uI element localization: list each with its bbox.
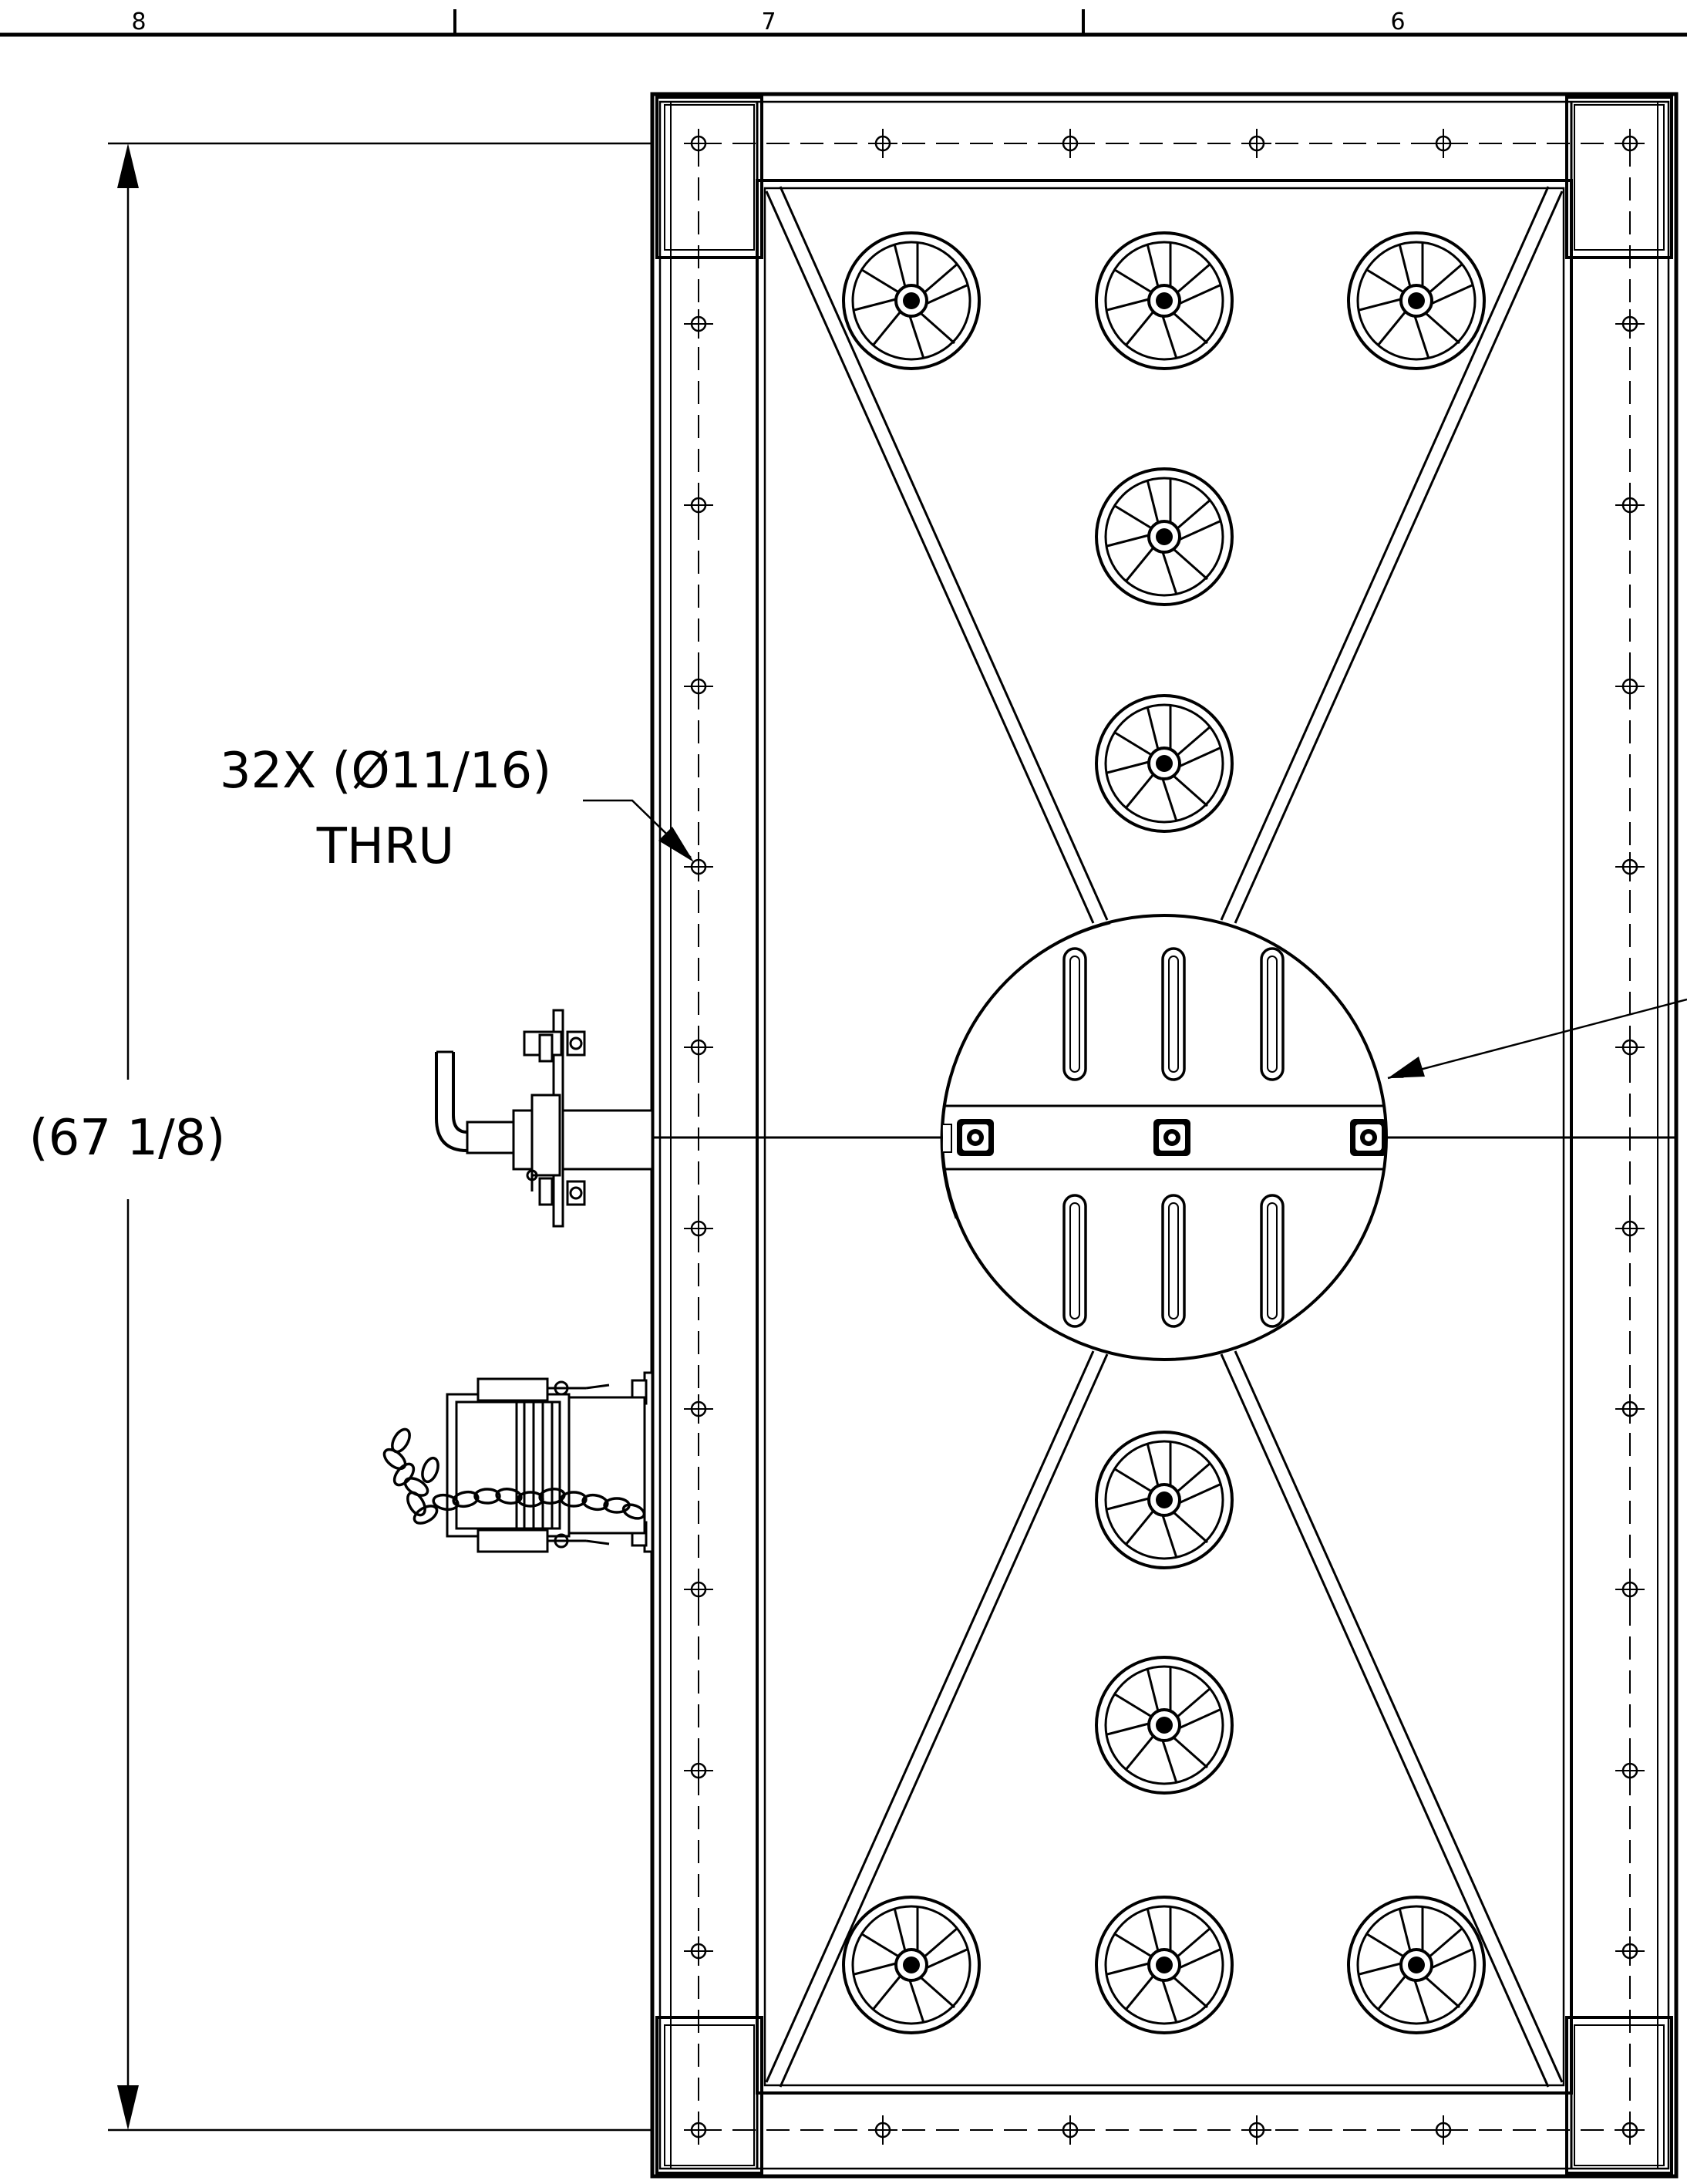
bolt-hole [682, 1031, 715, 1063]
spoked-wheel [1095, 467, 1234, 606]
bolt-hole [1614, 670, 1646, 703]
bolt-hole [1614, 1393, 1646, 1425]
zone-label-7: 7 [761, 8, 776, 35]
bolt-hole [682, 670, 715, 703]
turntable-bolt [1350, 1119, 1387, 1156]
bolt-hole [682, 1935, 715, 1967]
bolt-hole [1614, 1935, 1646, 1967]
zone-strip: 8 7 6 [0, 8, 1687, 37]
hole-callout-thru: THRU [316, 818, 455, 875]
bolt-hole [1614, 2114, 1646, 2146]
spoked-wheel [1095, 694, 1234, 833]
bolt-hole [1054, 127, 1086, 160]
spoked-wheel [1095, 1896, 1234, 2034]
bolt-hole [1614, 308, 1646, 340]
turntable-bolt [957, 1119, 994, 1156]
hole-callout: 32X (Ø11/16) THRU [220, 743, 694, 875]
bolt-hole [1614, 127, 1646, 160]
diagonal-braces [765, 186, 1564, 2088]
corner-gussets [655, 96, 1673, 2175]
bolt-hole [1614, 1031, 1646, 1063]
bolt-hole [682, 489, 715, 521]
bolt-hole [1241, 127, 1273, 160]
zone-label-6: 6 [1390, 8, 1405, 35]
bolt-hole [867, 2114, 899, 2146]
spoked-wheel [1347, 231, 1486, 370]
overall-dimension-line [108, 142, 652, 2132]
bolt-hole [1241, 2114, 1273, 2146]
spoked-wheel [1095, 1656, 1234, 1795]
bolt-hole [1614, 1212, 1646, 1245]
turntable-bolt [1153, 1119, 1190, 1156]
bolt-hole [682, 1573, 715, 1606]
bolt-hole [1427, 127, 1460, 160]
bolt-hole [1427, 2114, 1460, 2146]
bolt-hole [682, 308, 715, 340]
bolt-hole [682, 1212, 715, 1245]
bolt-hole [682, 2114, 715, 2146]
side-latch-assembly [435, 1009, 654, 1228]
spoked-wheel [842, 231, 981, 370]
zone-label-8: 8 [131, 8, 146, 35]
center-turntable [940, 914, 1388, 1361]
spoked-wheel [1347, 1896, 1486, 2034]
bolt-hole [682, 1754, 715, 1787]
bolt-hole [682, 1393, 715, 1425]
overall-dimension-label: (67 1/8) [29, 1110, 226, 1167]
spoked-wheel [842, 1896, 981, 2034]
turntable-leader [1387, 998, 1687, 1080]
bolt-hole [682, 127, 715, 160]
bolt-hole [1614, 1573, 1646, 1606]
bolt-hole [1054, 2114, 1086, 2146]
spoked-wheel [1095, 1431, 1234, 1569]
bolt-hole [1614, 489, 1646, 521]
chain-hitch-assembly [382, 1371, 654, 1553]
bolt-hole [867, 127, 899, 160]
spoked-wheel [1095, 231, 1234, 370]
bolt-hole [1614, 1754, 1646, 1787]
bolt-hole [1614, 851, 1646, 883]
hole-callout-count-diameter: 32X (Ø11/16) [220, 743, 551, 800]
